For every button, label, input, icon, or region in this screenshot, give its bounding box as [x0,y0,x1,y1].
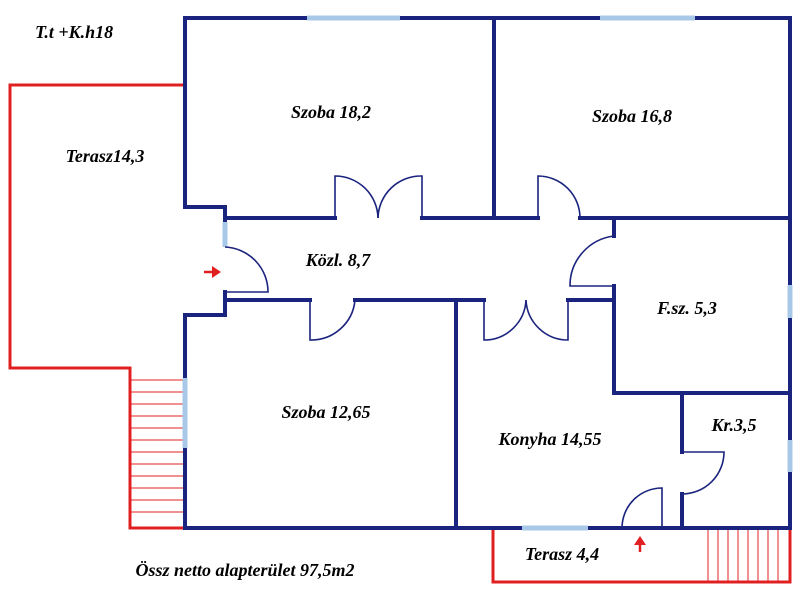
room-label-kozl: Közl. 8,7 [305,250,372,270]
entry-arrow-bottom [634,536,646,552]
entry-arrow-left [204,266,221,278]
total-area-label: Össz netto alapterület 97,5m2 [135,560,354,580]
terrace-small-outline [491,528,792,584]
room-label-terasz-main: Terasz14,3 [66,146,145,166]
room-label-szoba-12: Szoba 12,65 [281,402,370,422]
room-label-fsz: F.sz. 5,3 [656,298,717,318]
plan-title: T.t +K.h18 [35,22,113,42]
terrace-main-outline [8,83,185,530]
terrace-stairs-right [707,528,779,582]
room-label-konyha: Konyha 14,55 [497,429,601,449]
room-label-szoba-16: Szoba 16,8 [592,106,672,126]
windows [182,15,793,531]
room-label-kr: Kr.3,5 [710,415,756,435]
room-label-terasz-small: Terasz 4,4 [525,544,599,564]
terrace-stairs-left [130,379,185,513]
room-label-szoba-18: Szoba 18,2 [291,102,371,122]
doors [224,175,725,529]
